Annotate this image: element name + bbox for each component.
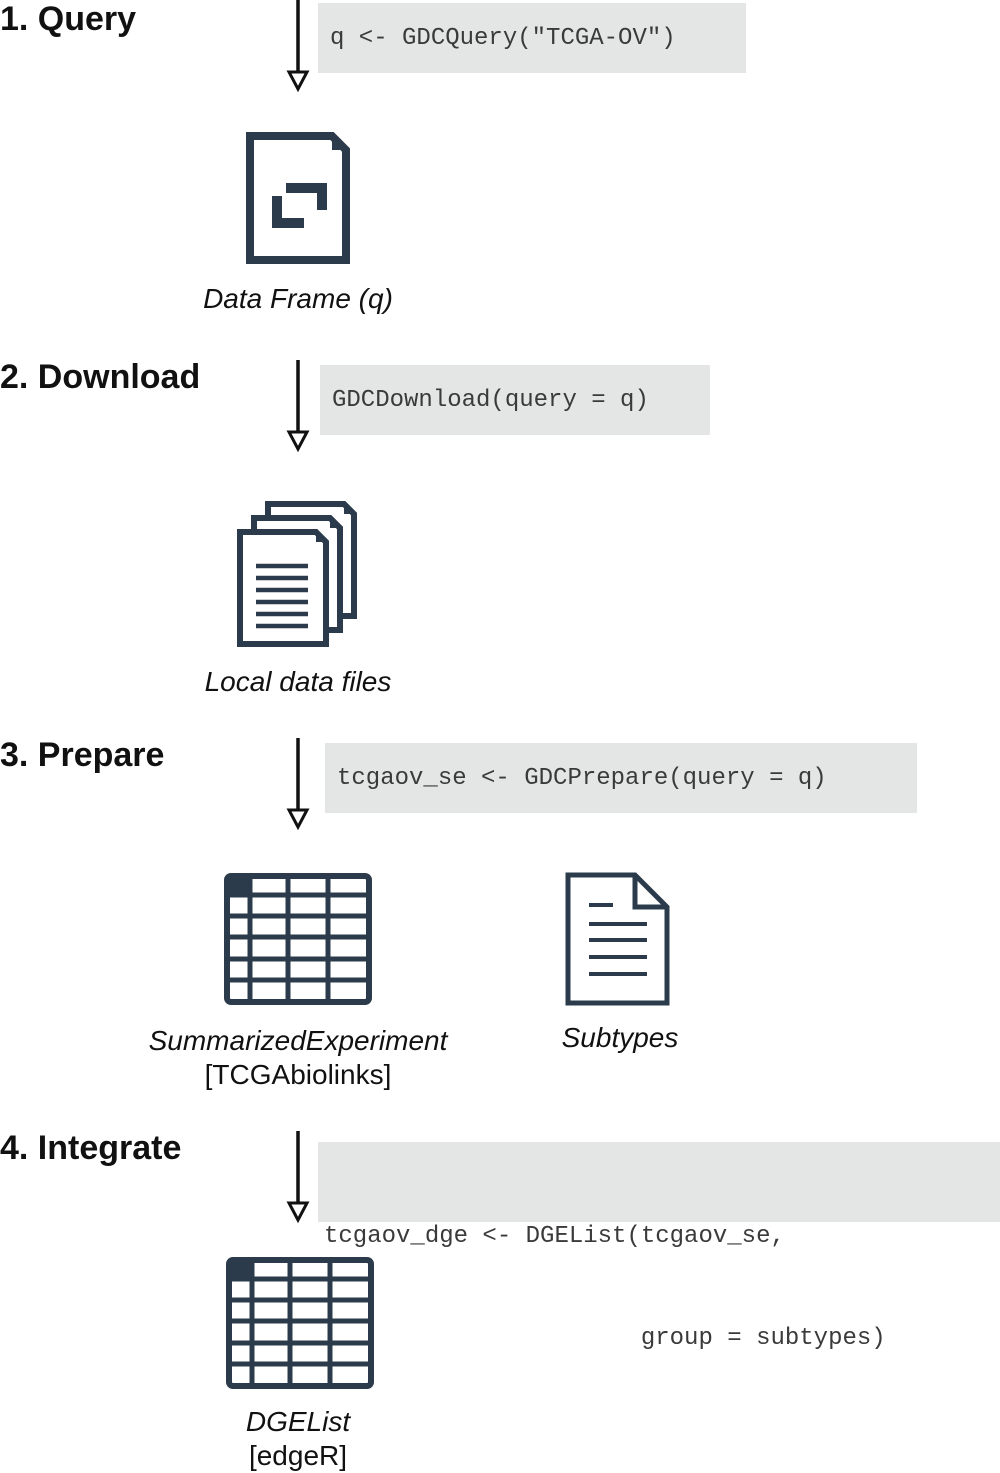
output-caption: Subtypes: [520, 1021, 720, 1055]
table-grid-icon: [224, 873, 372, 1005]
code-line: q <- GDCQuery("TCGA-OV"): [330, 24, 676, 52]
output-caption: Local data files: [148, 665, 448, 699]
caption-text: DGEList: [245, 1406, 351, 1437]
text-document-icon: [565, 872, 670, 1006]
output-caption: DGEList [edgeR]: [148, 1405, 448, 1473]
package-label: [TCGAbiolinks]: [204, 1059, 392, 1090]
output-caption: Data Frame (q): [148, 282, 448, 316]
step-1-title: 1. Query: [0, 0, 137, 38]
code-line: tcgaov_se <- GDCPrepare(query = q): [337, 764, 827, 792]
arrow-down-icon: [286, 738, 310, 831]
arrow-down-icon: [286, 1131, 310, 1224]
code-snippet: GDCDownload(query = q): [320, 365, 710, 435]
output-caption: SummarizedExperiment [TCGAbiolinks]: [118, 1024, 478, 1092]
arrow-down-icon: [286, 360, 310, 453]
caption-text: SummarizedExperiment: [148, 1025, 448, 1056]
caption-text: Subtypes: [561, 1022, 679, 1053]
caption-text: Data Frame (q): [203, 283, 393, 314]
caption-text: Local data files: [204, 666, 392, 697]
document-frame-icon: [246, 132, 350, 264]
code-snippet: tcgaov_se <- GDCPrepare(query = q): [325, 743, 917, 813]
table-grid-icon: [226, 1257, 374, 1389]
code-line: tcgaov_dge <- DGEList(tcgaov_se,: [324, 1223, 785, 1250]
stacked-documents-icon: [237, 501, 357, 647]
package-label: [edgeR]: [248, 1440, 348, 1471]
step-2-title: 2. Download: [0, 358, 201, 396]
step-3-title: 3. Prepare: [0, 736, 165, 774]
code-line: group = subtypes): [324, 1325, 886, 1352]
arrow-down-icon: [286, 0, 310, 93]
step-4-title: 4. Integrate: [0, 1129, 182, 1167]
code-snippet: tcgaov_dge <- DGEList(tcgaov_se, group =…: [318, 1142, 1000, 1352]
code-snippet: q <- GDCQuery("TCGA-OV"): [318, 3, 746, 73]
code-line: GDCDownload(query = q): [332, 386, 649, 414]
